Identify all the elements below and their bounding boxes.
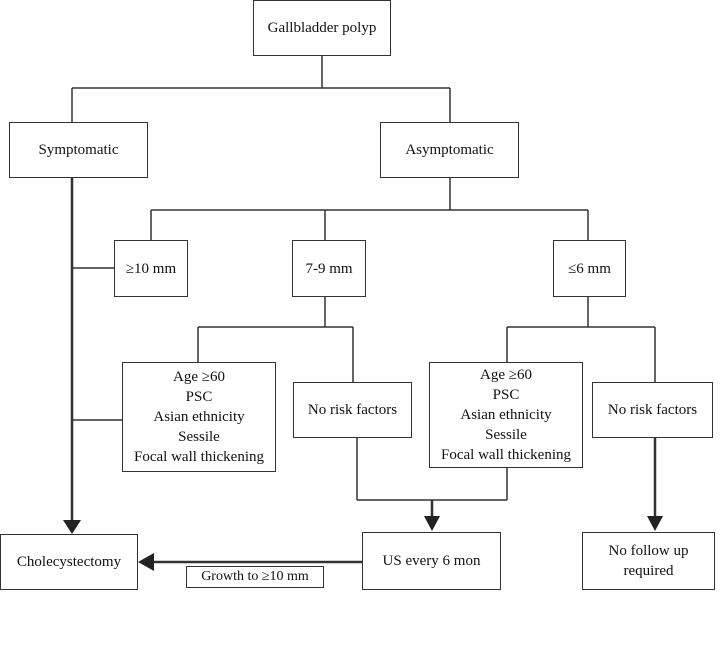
node-symptomatic: Symptomatic [9, 122, 148, 178]
risk-factor-wall: Focal wall thickening [134, 449, 264, 465]
node-cholecystectomy: Cholecystectomy [0, 534, 138, 590]
node-risk-factors-left: Age ≥60 PSC Asian ethnicity Sessile Foca… [122, 362, 276, 472]
node-asymptomatic: Asymptomatic [380, 122, 519, 178]
node-size-10mm-plus: ≥10 mm [114, 240, 188, 297]
risk-factor-wall: Focal wall thickening [441, 447, 571, 463]
risk-factor-sessile: Sessile [485, 427, 527, 443]
risk-factor-asian: Asian ethnicity [460, 407, 552, 423]
node-no-follow-up: No follow up required [582, 532, 715, 590]
node-size-7-9mm: 7-9 mm [292, 240, 366, 297]
risk-factor-psc: PSC [185, 389, 213, 405]
node-no-risk-factors-right: No risk factors [592, 382, 713, 438]
edge-label-growth: Growth to ≥10 mm [186, 566, 324, 588]
risk-factor-age: Age ≥60 [480, 367, 532, 383]
node-no-risk-factors-left: No risk factors [293, 382, 412, 438]
arrowhead-growth [138, 553, 154, 571]
node-gallbladder-polyp: Gallbladder polyp [253, 0, 391, 56]
risk-factor-asian: Asian ethnicity [153, 409, 245, 425]
risk-factor-sessile: Sessile [178, 429, 220, 445]
risk-factor-psc: PSC [492, 387, 520, 403]
node-us-every-6-mon: US every 6 mon [362, 532, 501, 590]
arrowhead-us [424, 516, 440, 531]
risk-factor-age: Age ≥60 [173, 369, 225, 385]
node-risk-factors-right: Age ≥60 PSC Asian ethnicity Sessile Foca… [429, 362, 583, 468]
node-size-6mm-or-less: ≤6 mm [553, 240, 626, 297]
arrowhead-surgery [63, 520, 81, 534]
arrowhead-nofollowup [647, 516, 663, 531]
